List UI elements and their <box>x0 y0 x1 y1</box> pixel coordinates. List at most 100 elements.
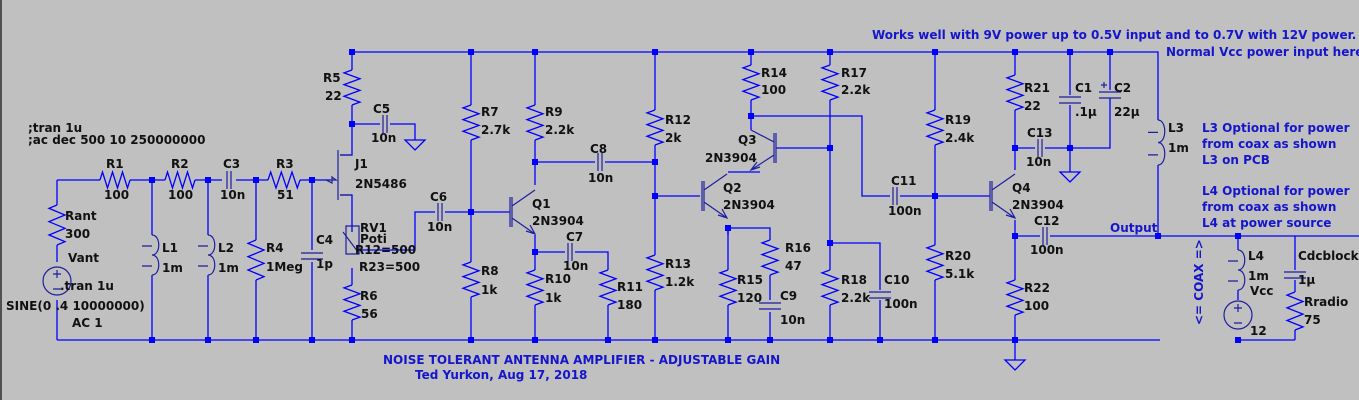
r3-resistor-symbol <box>267 169 301 191</box>
junction-dot <box>205 177 211 183</box>
c9-name: C9 <box>780 289 797 303</box>
junction-dot <box>652 49 658 55</box>
directive-text: ;tran 1u ;ac dec 500 10 250000000 <box>28 121 205 147</box>
l1-value: 1m <box>162 261 183 275</box>
r1-resistor-symbol <box>99 169 131 191</box>
c5-name: C5 <box>373 102 390 116</box>
l2-name: L2 <box>218 241 234 255</box>
q4-value: 2N3904 <box>1012 198 1064 212</box>
junction-dot <box>1235 233 1241 239</box>
r4-name: R4 <box>266 241 284 255</box>
c13-name: C13 <box>1027 126 1053 140</box>
q1-value: 2N3904 <box>532 214 584 228</box>
r16-value: 47 <box>785 259 802 273</box>
vcc-polarity-icon <box>1234 304 1242 324</box>
junction-dot <box>827 240 833 246</box>
vant-name: Vant <box>68 251 99 265</box>
c7-name: C7 <box>566 230 583 244</box>
junction-dot <box>309 337 315 343</box>
c3-name: C3 <box>223 157 240 171</box>
r5-resistor-symbol <box>342 69 362 106</box>
r3-value: 51 <box>277 188 294 202</box>
c11-name: C11 <box>891 174 917 188</box>
annotation-notes: Works well with 9V power up to 0.5V inpu… <box>383 28 1359 382</box>
vcc-value: 12 <box>1250 324 1267 338</box>
junction-dot <box>468 209 474 215</box>
r4-resistor-symbol <box>246 239 266 281</box>
c11-capacitor-symbol <box>892 187 898 205</box>
r7-resistor-symbol <box>461 104 481 141</box>
junction-dot <box>877 337 883 343</box>
r15-name: R15 <box>737 273 763 287</box>
junction-dot <box>1012 337 1018 343</box>
r9-resistor-symbol <box>525 104 545 141</box>
rv1-model: Poti <box>360 232 387 246</box>
schematic-author: Ted Yurkon, Aug 17, 2018 <box>415 368 587 382</box>
c1-capacitor-symbol <box>1059 96 1081 104</box>
coax-label: <= COAX => <box>1192 239 1206 325</box>
junction-dot <box>309 177 315 183</box>
r2-name: R2 <box>171 157 189 171</box>
vcc-rail <box>352 51 1159 115</box>
junction-dot <box>725 225 731 231</box>
junction-dot <box>205 337 211 343</box>
l4-inductor-symbol <box>1228 249 1246 291</box>
l2-value: 1m <box>218 261 239 275</box>
vant-source-symbol <box>42 266 72 296</box>
r14-resistor-symbol <box>741 64 761 101</box>
l4-value: 1m <box>1248 269 1269 283</box>
junction-dot <box>1067 49 1073 55</box>
junction-dot <box>253 337 259 343</box>
q2-value: 2N3904 <box>723 198 775 212</box>
c10-value: 100n <box>884 297 918 311</box>
junction-dot <box>932 193 938 199</box>
c7-capacitor-symbol <box>567 243 573 261</box>
junction-dot <box>725 337 731 343</box>
rant-value: 300 <box>65 227 90 241</box>
rv1-r23: R23=500 <box>359 260 420 274</box>
c5-value: 10n <box>371 131 396 145</box>
l3-note-line3: L3 on PCB <box>1202 153 1270 167</box>
junction-dot <box>748 113 754 119</box>
r19-resistor-symbol <box>925 109 945 146</box>
c6-capacitor-symbol <box>437 203 443 221</box>
l4-name: L4 <box>1248 249 1264 263</box>
junction-dot <box>532 249 538 255</box>
junction-dot <box>932 49 938 55</box>
r8-value: 1k <box>481 283 498 297</box>
vcc-name: Vcc <box>1250 284 1274 298</box>
r7-value: 2.7k <box>481 123 511 137</box>
junction-dot <box>827 49 833 55</box>
c2-polarity-icon <box>1101 82 1107 88</box>
r12-name: R12 <box>665 113 691 127</box>
r20-name: R20 <box>945 249 971 263</box>
c10-name: C10 <box>884 273 910 287</box>
r14-name: R14 <box>761 66 787 80</box>
junction-dot <box>605 337 611 343</box>
c6-value: 10n <box>427 220 452 234</box>
q3-name: Q3 <box>738 133 757 147</box>
r3-name: R3 <box>276 157 294 171</box>
r17-resistor-symbol <box>820 64 840 101</box>
c9-value: 10n <box>780 313 805 327</box>
j1-name: J1 <box>354 157 368 171</box>
r12-resistor-symbol <box>645 109 665 146</box>
c10-capacitor-symbol <box>869 291 891 299</box>
rv1-r12: R12=500 <box>355 243 416 257</box>
l3-value: 1m <box>1168 141 1189 155</box>
r17-value: 2.2k <box>841 83 871 97</box>
c12-capacitor-symbol <box>1042 227 1048 245</box>
l1-inductor-symbol <box>142 234 160 276</box>
r10-value: 1k <box>545 291 562 305</box>
c8-value: 10n <box>588 171 613 185</box>
c3-capacitor-symbol <box>226 171 232 189</box>
q2-transistor-symbol <box>701 173 729 220</box>
q4-transistor-symbol <box>989 173 1017 220</box>
junction-dot <box>652 337 658 343</box>
r11-resistor-symbol <box>598 269 618 306</box>
vant-ac: AC 1 <box>72 316 103 330</box>
c2-value: 22µ <box>1114 105 1140 119</box>
r1-name: R1 <box>106 157 124 171</box>
r11-value: 180 <box>617 298 642 312</box>
